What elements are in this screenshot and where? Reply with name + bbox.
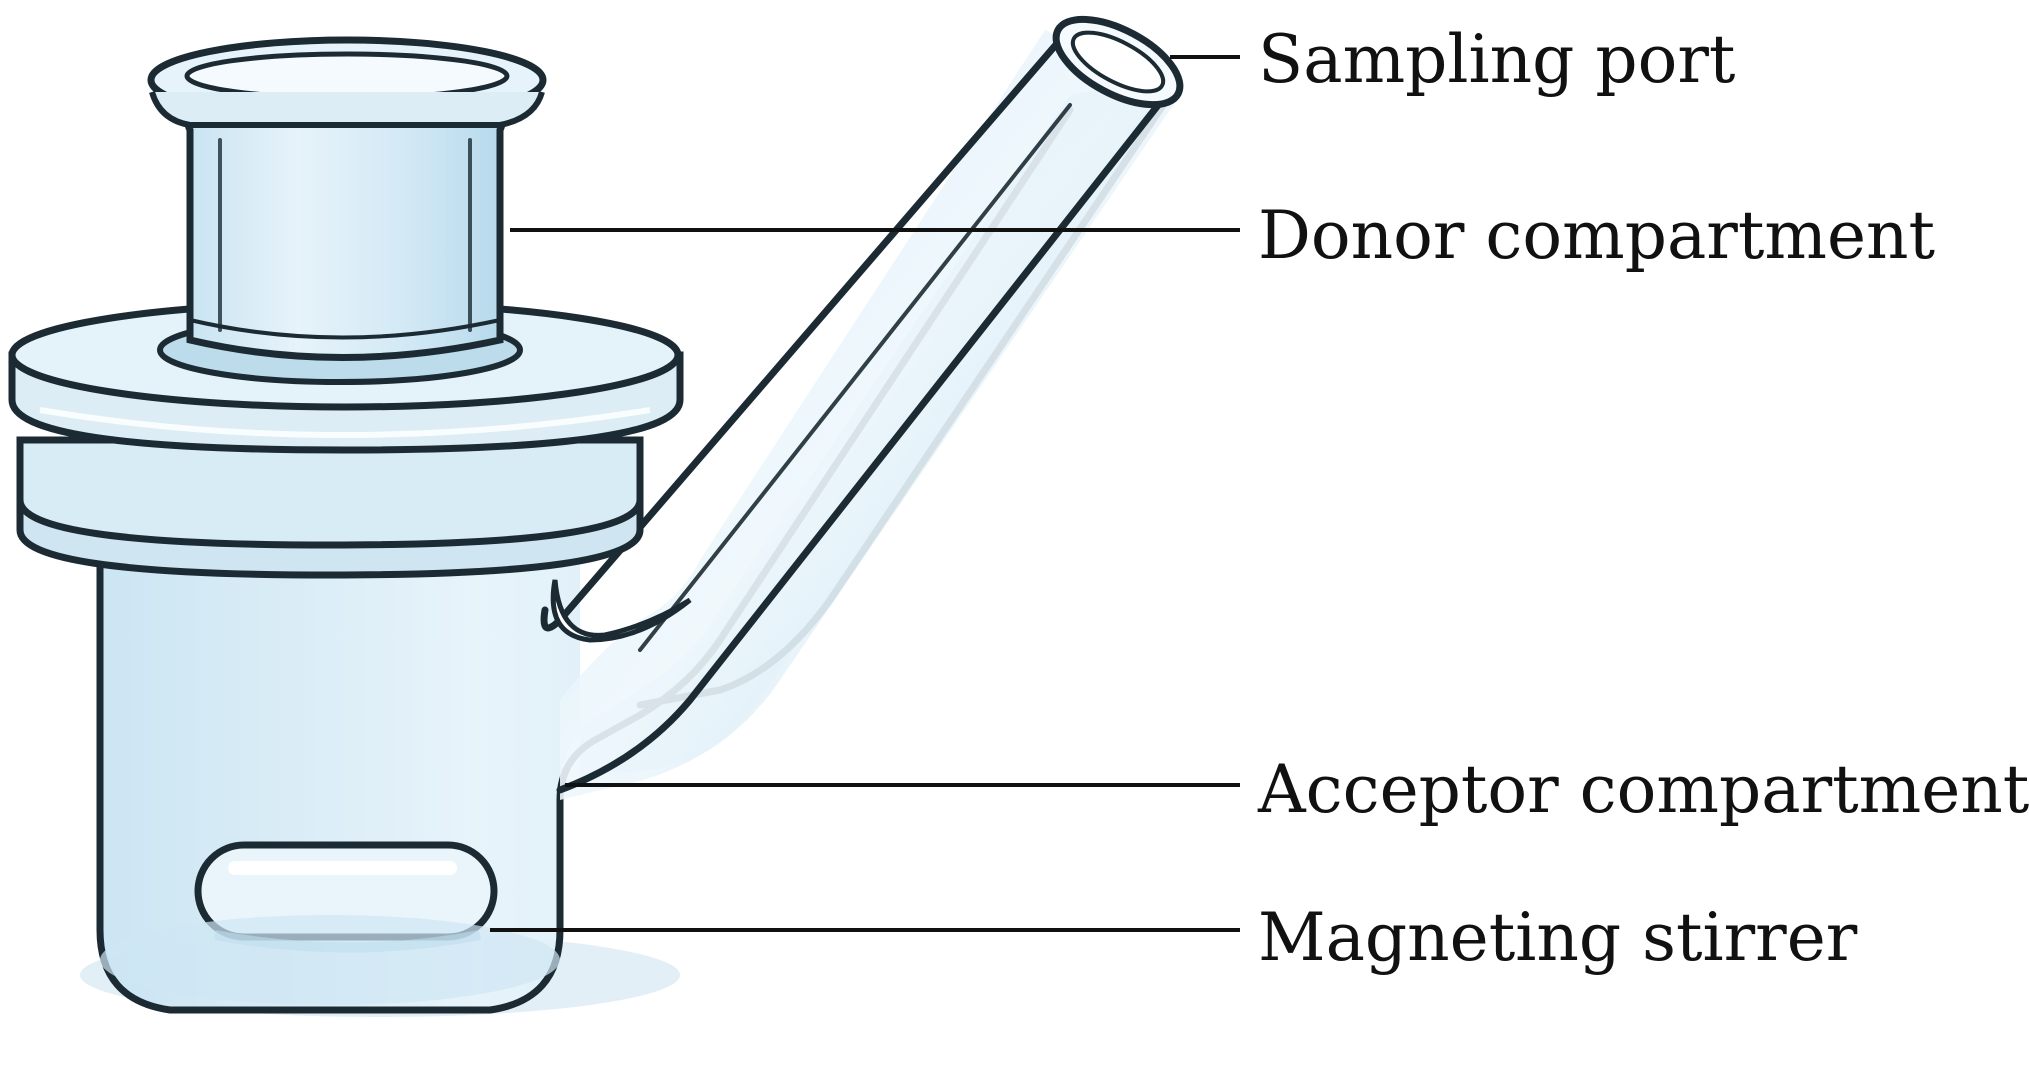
clamp-flanges [8, 299, 684, 579]
sampling-port-tube [540, 15, 1184, 800]
acceptor-base [100, 915, 560, 1005]
label-acceptor-compartment: Acceptor compartment [1257, 751, 2029, 828]
label-magnetic-stirrer: Magneting stirrer [1258, 899, 1858, 976]
donor-compartment-cylinder [147, 36, 547, 385]
label-donor-compartment: Donor compartment [1258, 197, 1935, 274]
label-sampling-port: Sampling port [1258, 21, 1735, 98]
